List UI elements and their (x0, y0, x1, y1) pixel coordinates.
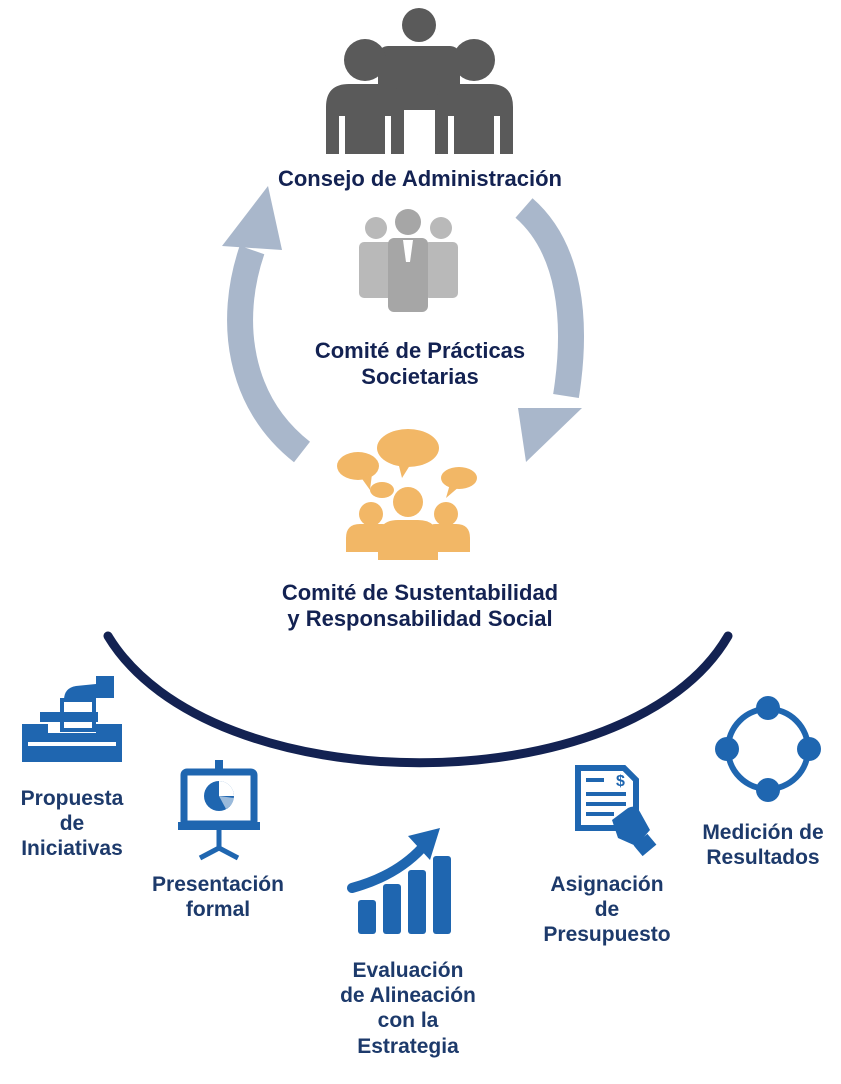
cycle-arrow-left (222, 186, 311, 463)
step-label-line: Medición de (702, 821, 824, 844)
sustainability-committee-line: Comité de Sustentabilidad (281, 580, 559, 605)
step-label-line: Resultados (706, 846, 820, 870)
discussion-group-icon (337, 429, 477, 560)
presentation-board-icon (178, 760, 260, 861)
step-label-line: de Alineación (340, 984, 476, 1008)
step-label-line: con la (377, 1009, 439, 1033)
step-label-line: Estrategia (357, 1034, 459, 1058)
cycle-arrow-right (515, 198, 584, 462)
step-label-line: Propuesta (20, 787, 124, 810)
board-label: Consejo de Administración (220, 166, 620, 192)
step-label-propuesta: Propuesta de Iniciativas (0, 786, 144, 862)
business-team-icon (359, 209, 458, 312)
step-label-presentacion: Presentación formal (130, 872, 306, 922)
step-label-line: formal (185, 898, 251, 922)
people-group-icon (326, 8, 513, 154)
step-label-line: Iniciativas (21, 837, 123, 861)
step-label-asignacion: Asignación de Presupuesto (522, 872, 692, 948)
sustainability-committee-line: y Responsabilidad Social (287, 606, 553, 632)
step-label-line: de (59, 812, 85, 836)
step-label-evaluacion: Evaluación de Alineación con la Estrateg… (318, 958, 498, 1059)
budget-document-icon: $ (575, 765, 657, 857)
step-label-line: Asignación (550, 873, 664, 896)
step-label-medicion: Medición de Resultados (686, 820, 840, 870)
step-label-line: Presupuesto (543, 923, 671, 947)
practices-committee-label: Comité de Prácticas Societarias (230, 338, 610, 391)
step-label-line: de (594, 898, 620, 922)
step-label-line: Evaluación (352, 959, 464, 982)
growth-chart-icon (347, 828, 451, 934)
ballot-box-icon (22, 676, 122, 762)
board-label-text: Consejo de Administración (277, 166, 562, 191)
svg-text:$: $ (616, 773, 625, 790)
practices-committee-line: Comité de Prácticas (314, 338, 526, 363)
base-arc (103, 631, 733, 768)
practices-committee-line: Societarias (361, 364, 479, 390)
step-label-line: Presentación (152, 873, 284, 896)
measurement-cycle-icon (715, 696, 821, 802)
sustainability-committee-label: Comité de Sustentabilidad y Responsabili… (210, 580, 630, 633)
